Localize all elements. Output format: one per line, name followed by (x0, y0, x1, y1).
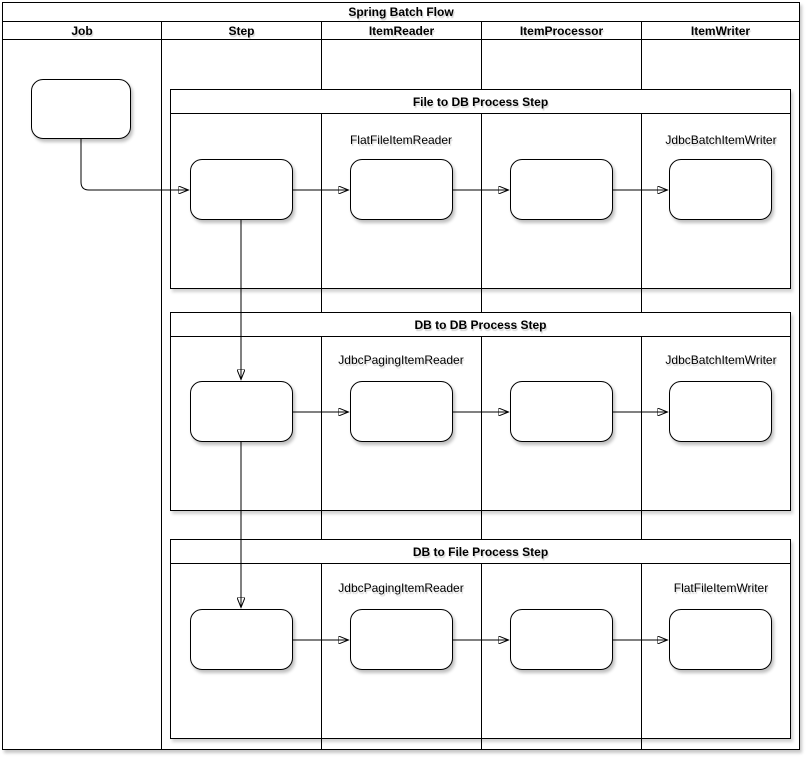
group-db-to-file-title: DB to File Process Step (412, 544, 549, 559)
reader-label-group3: JdbcPagingItemReader (338, 581, 464, 595)
diagram-title: Spring Batch Flow (348, 5, 454, 19)
lane-header-itemreader: ItemReader (321, 21, 482, 40)
lane-header-itemreader-label: ItemReader (368, 23, 435, 38)
reader-node-group1 (350, 159, 453, 220)
step-node-group1 (190, 159, 293, 220)
lane-divider (481, 39, 482, 750)
reader-node-group3 (350, 609, 453, 670)
processor-node-group2 (510, 381, 613, 442)
group-file-to-db: File to DB Process Step (170, 89, 791, 289)
lane-header-itemprocessor-label: ItemProcessor (519, 23, 604, 38)
writer-node-group2 (669, 381, 772, 442)
lane-header-job-label: Job (71, 23, 93, 38)
lane-header-step: Step (161, 21, 322, 40)
group-db-to-db-title: DB to DB Process Step (414, 317, 547, 332)
group-file-to-db-title: File to DB Process Step (412, 94, 549, 109)
lane-header-itemwriter-label: ItemWriter (690, 23, 751, 38)
group-db-to-db-header: DB to DB Process Step (171, 313, 790, 337)
processor-node-group1 (510, 159, 613, 220)
step-node-group2 (190, 381, 293, 442)
group-db-to-db: DB to DB Process Step (170, 312, 791, 511)
step-node-group3 (190, 609, 293, 670)
reader-label-group1: FlatFileItemReader (349, 133, 453, 147)
job-start-node (31, 79, 131, 139)
processor-node-group3 (510, 609, 613, 670)
lane-divider (161, 39, 162, 750)
lane-header-itemwriter: ItemWriter (641, 21, 800, 40)
lane-divider (321, 39, 322, 750)
writer-node-group1 (669, 159, 772, 220)
lane-header-step-label: Step (228, 23, 255, 38)
writer-label-group3: FlatFileItemWriter (673, 581, 769, 595)
lane-divider (641, 39, 642, 750)
reader-label-group2: JdbcPagingItemReader (338, 353, 464, 367)
diagram-title-bar: Spring Batch Flow (2, 2, 800, 22)
group-file-to-db-header: File to DB Process Step (171, 90, 790, 114)
reader-node-group2 (350, 381, 453, 442)
lane-header-job: Job (2, 21, 162, 40)
group-db-to-file-header: DB to File Process Step (171, 540, 790, 564)
writer-label-group1: JdbcBatchItemWriter (665, 133, 777, 147)
lane-header-itemprocessor: ItemProcessor (481, 21, 642, 40)
writer-node-group3 (669, 609, 772, 670)
writer-label-group2: JdbcBatchItemWriter (665, 353, 777, 367)
group-db-to-file: DB to File Process Step (170, 539, 791, 739)
